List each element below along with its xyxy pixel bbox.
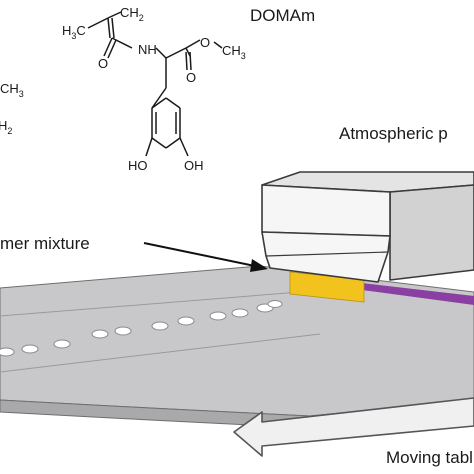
atom-ho: HO — [128, 158, 148, 173]
domam-structure-bonds — [87, 11, 223, 157]
well — [114, 326, 132, 336]
atmospheric-plasma-label: Atmospheric p — [339, 124, 448, 143]
fragment-ch3: CH3 — [0, 81, 24, 99]
plasma-head — [261, 171, 474, 283]
well — [0, 347, 15, 357]
domam-carbonyl — [185, 51, 192, 71]
atom-o-carbonyl: O — [186, 70, 196, 85]
atom-nh: NH — [138, 42, 157, 57]
well — [53, 339, 71, 349]
monomer-pointer-arrow — [143, 242, 268, 272]
track-line-lower — [0, 333, 321, 373]
plasma-head-side — [389, 184, 474, 281]
molecule-name-label: DOMAm — [250, 6, 316, 25]
well — [177, 316, 195, 326]
monomer-mixture-label: mer mixture — [0, 234, 90, 253]
well-row — [0, 300, 283, 357]
track-line-upper — [0, 291, 301, 317]
atom-ch2: CH2 — [120, 5, 144, 23]
atom-ch3: CH3 — [222, 43, 246, 61]
purple-strip — [362, 283, 474, 305]
nozzle-seam — [265, 251, 389, 257]
well — [267, 300, 283, 308]
atom-o-ester: O — [200, 35, 210, 50]
plasma-head-front — [261, 184, 391, 237]
moving-table-label: Moving tabl — [386, 448, 473, 467]
well — [151, 321, 169, 331]
atom-h3c: H3C — [62, 23, 86, 41]
atom-oh: OH — [184, 158, 204, 173]
well — [91, 329, 109, 339]
left-fragment: CH3 H2 — [0, 81, 24, 136]
well — [209, 311, 227, 321]
fragment-h2: H2 — [0, 118, 12, 136]
well — [21, 344, 39, 354]
well — [231, 308, 249, 318]
moving-direction-arrow — [233, 397, 474, 457]
atom-o-amide: O — [98, 56, 108, 71]
domam-atom-labels: H3C CH2 NH O O O CH3 HO OH — [62, 5, 246, 173]
